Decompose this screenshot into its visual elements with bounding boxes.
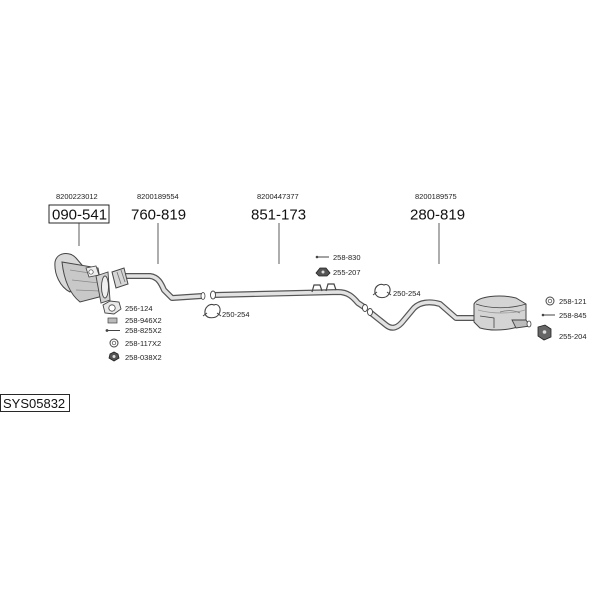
part-front-pipe-label[interactable]: 8200189554 760-819 [131, 192, 186, 224]
accessory-258-117[interactable]: 258-117X2 [109, 338, 161, 348]
accessory-label-258-830: 258-830 [333, 253, 361, 262]
part-number-rear-silencer[interactable]: 280-819 [410, 207, 465, 224]
part-catalytic-converter-label[interactable]: 8200223012 090-541 [48, 192, 110, 224]
part-middle-pipe-label[interactable]: 8200447377 851-173 [251, 192, 306, 224]
oem-number-rear-silencer: 8200189575 [415, 192, 457, 201]
system-code: SYS05832 [3, 396, 65, 411]
rear-silencer-drawing[interactable] [367, 295, 532, 331]
accessory-label-258-946: 258-946X2 [125, 316, 162, 325]
middle-pipe-drawing[interactable] [210, 283, 368, 312]
oem-number-middle-pipe: 8200447377 [257, 192, 299, 201]
oem-number-front-pipe: 8200189554 [137, 192, 179, 201]
accessory-256-124[interactable]: 256-124 [102, 300, 153, 315]
accessory-258-946[interactable]: 258-946X2 [107, 316, 162, 325]
accessory-label-255-207: 255-207 [333, 268, 361, 277]
accessory-258-121[interactable]: 258-121 [545, 296, 587, 306]
accessory-label-258-121: 258-121 [559, 297, 587, 306]
catalytic-converter-drawing[interactable] [54, 253, 111, 304]
accessory-label-258-038: 258-038X2 [125, 353, 162, 362]
accessory-258-038[interactable]: 258-038X2 [108, 351, 162, 362]
system-code-badge: SYS05832 [0, 394, 70, 412]
accessory-250-254-mid[interactable]: 250-254 [372, 283, 421, 299]
accessory-250-254-left[interactable]: 250-254 [202, 303, 250, 319]
accessory-label-256-124: 256-124 [125, 304, 153, 313]
accessory-258-825[interactable]: 258-825X2 [105, 326, 162, 335]
part-number-catalytic-converter[interactable]: 090-541 [52, 207, 107, 224]
accessory-label-250-254-mid: 250-254 [393, 289, 421, 298]
oem-number-catalytic-converter: 8200223012 [56, 192, 98, 201]
part-number-front-pipe[interactable]: 760-819 [131, 207, 186, 224]
accessory-label-258-825: 258-825X2 [125, 326, 162, 335]
accessory-258-830[interactable]: 258-830 [315, 253, 361, 262]
part-number-middle-pipe[interactable]: 851-173 [251, 207, 306, 224]
accessory-255-207[interactable]: 255-207 [315, 267, 361, 277]
accessory-258-845[interactable]: 258-845 [541, 311, 587, 320]
accessory-label-258-117: 258-117X2 [125, 339, 161, 348]
accessory-255-204[interactable]: 255-204 [537, 324, 587, 341]
part-rear-silencer-label[interactable]: 8200189575 280-819 [410, 192, 465, 224]
accessory-label-258-845: 258-845 [559, 311, 587, 320]
front-pipe-drawing[interactable] [111, 267, 206, 301]
accessory-label-250-254-left: 250-254 [222, 310, 250, 319]
accessory-label-255-204: 255-204 [559, 332, 587, 341]
